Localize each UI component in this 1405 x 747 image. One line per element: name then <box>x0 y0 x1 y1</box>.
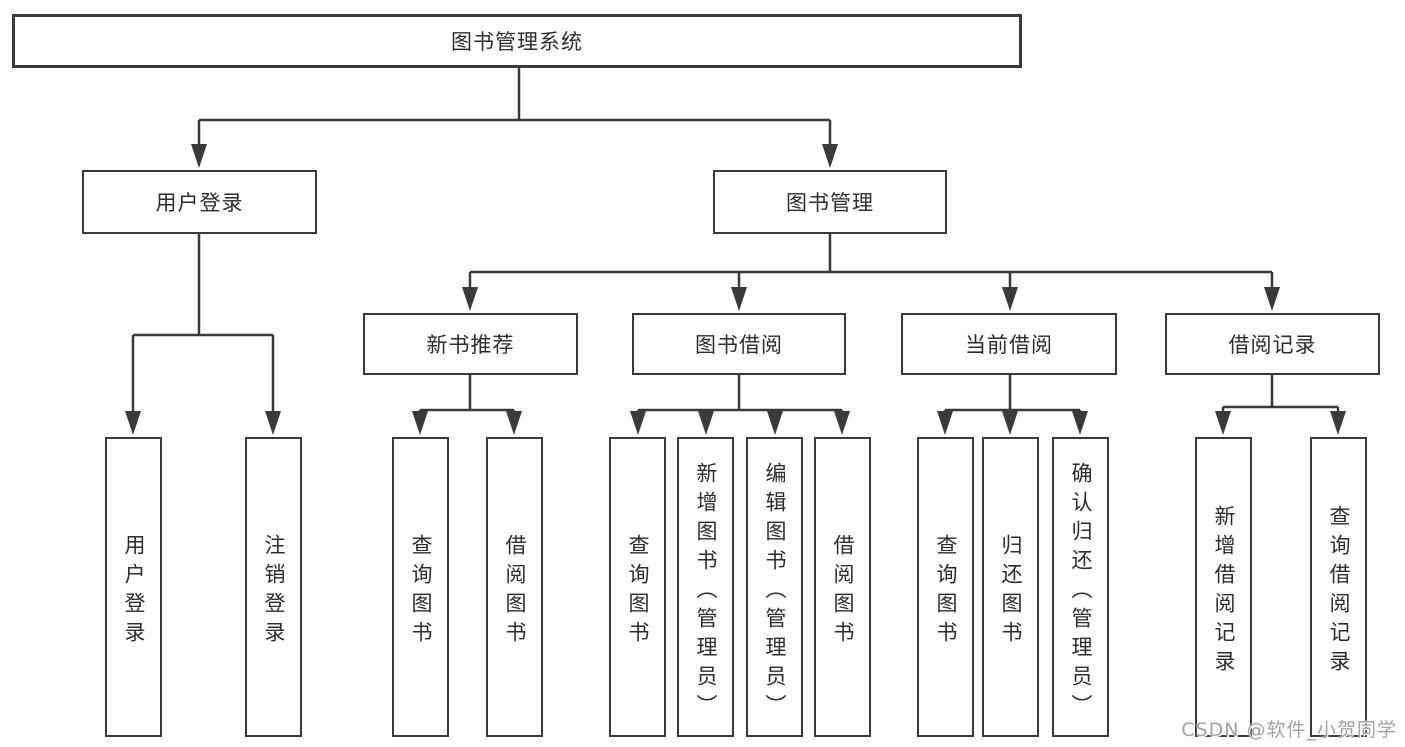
leaf-label: 用户登录 <box>122 534 146 650</box>
tree-edges <box>131 68 1340 422</box>
leaf-confirm-return-admin: 确认归还（管理员） <box>1052 437 1109 737</box>
node-label: 借阅记录 <box>1228 333 1317 357</box>
edge-borrow-to-leaves <box>636 375 844 422</box>
leaf-return-book: 归还图书 <box>982 437 1039 737</box>
leaf-label: 编辑图书（管理员） <box>763 461 787 723</box>
node-label: 图书管理 <box>786 191 874 215</box>
node-book-management: 图书管理 <box>713 170 947 234</box>
leaf-label: 注销登录 <box>262 534 286 650</box>
edge-userlogin-to-leaves <box>131 234 275 419</box>
leaf-logout: 注销登录 <box>245 437 302 737</box>
edge-bookmgmt-to-level3 <box>468 234 1274 296</box>
arrowhead-icons <box>125 144 1346 435</box>
leaf-label: 查询图书 <box>934 534 958 650</box>
csdn-watermark: CSDN @软件_小贺同学 <box>1181 719 1397 741</box>
leaf-label: 确认归还（管理员） <box>1069 461 1093 723</box>
leaf-label: 归还图书 <box>999 534 1023 650</box>
leaf-query-books-current: 查询图书 <box>917 437 974 737</box>
leaf-label: 新增借阅记录 <box>1212 505 1236 679</box>
node-book-borrowing: 图书借阅 <box>632 313 846 375</box>
leaf-label: 查询借阅记录 <box>1327 505 1351 679</box>
leaf-add-borrow-record: 新增借阅记录 <box>1195 437 1252 737</box>
node-label: 新书推荐 <box>426 333 515 357</box>
leaf-user-login: 用户登录 <box>105 437 162 737</box>
leaf-borrow-books-borrowing: 借阅图书 <box>814 437 871 737</box>
node-user-login: 用户登录 <box>82 170 317 234</box>
leaf-label: 借阅图书 <box>503 534 527 650</box>
edge-root-to-level2 <box>197 68 832 152</box>
node-current-borrowing: 当前借阅 <box>901 313 1117 375</box>
leaf-label: 新增图书（管理员） <box>694 461 718 723</box>
node-label: 当前借阅 <box>965 333 1053 357</box>
leaf-query-books: 查询图书 <box>392 437 449 737</box>
node-label: 图书借阅 <box>695 333 783 357</box>
leaf-edit-book-admin: 编辑图书（管理员） <box>746 437 803 737</box>
leaf-label: 查询图书 <box>626 534 650 650</box>
edge-newbook-to-leaves <box>418 375 516 422</box>
node-new-book-recommendation: 新书推荐 <box>363 313 578 375</box>
node-label: 图书管理系统 <box>451 30 583 54</box>
leaf-label: 借阅图书 <box>831 534 855 650</box>
edge-record-to-leaves <box>1221 375 1340 422</box>
node-label: 用户登录 <box>155 191 244 215</box>
leaf-label: 查询图书 <box>409 534 433 650</box>
leaf-query-borrow-record: 查询借阅记录 <box>1310 437 1367 737</box>
leaf-borrow-books: 借阅图书 <box>486 437 543 737</box>
node-library-management-system: 图书管理系统 <box>12 14 1022 68</box>
leaf-query-books-borrowing: 查询图书 <box>609 437 666 737</box>
leaf-add-book-admin: 新增图书（管理员） <box>677 437 734 737</box>
node-borrowing-records: 借阅记录 <box>1165 313 1380 375</box>
